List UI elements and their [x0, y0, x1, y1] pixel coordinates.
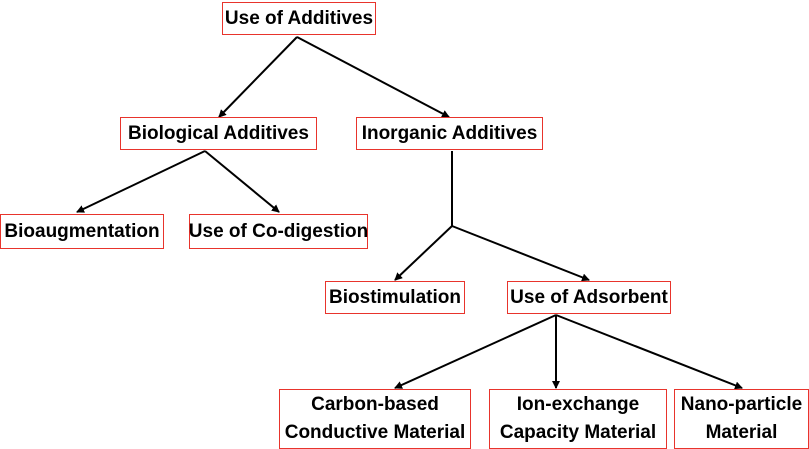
node-nano-particle-material: Nano-particle Material: [674, 389, 809, 449]
edge-root-to-inorganic: [296, 36, 450, 118]
node-bioaugmentation: Bioaugmentation: [0, 214, 164, 249]
node-use-of-adsorbent: Use of Adsorbent: [507, 281, 671, 314]
edge-adsorbent-to-carbon: [394, 314, 557, 389]
edge-root-to-biological: [218, 36, 298, 118]
node-label-line-1: Carbon-based: [311, 394, 439, 415]
edge-biological-to-codigestion: [204, 150, 280, 213]
node-label: Biostimulation: [329, 287, 461, 308]
node-biostimulation: Biostimulation: [325, 281, 465, 314]
node-label-line-2: Capacity Material: [499, 422, 657, 443]
node-label: Biological Additives: [128, 123, 309, 144]
node-biological-additives: Biological Additives: [120, 117, 317, 150]
node-label: Bioaugmentation: [4, 221, 160, 242]
node-label-line-1: Nano-particle: [680, 394, 803, 415]
edge-adsorbent-to-nano: [555, 314, 743, 390]
node-label-line-2: Conductive Material: [284, 422, 466, 443]
node-label: Use of Co-digestion: [188, 221, 369, 242]
node-inorganic-additives: Inorganic Additives: [356, 117, 543, 150]
edge-biological-to-bioaugmentation: [76, 150, 206, 213]
node-label-line-2: Material: [705, 422, 778, 443]
node-label-line-1: Ion-exchange: [516, 394, 640, 415]
node-carbon-based-conductive-material: Carbon-based Conductive Material: [279, 389, 471, 449]
edge-inorganic-to-biostimulation: [394, 225, 453, 281]
node-label: Use of Adsorbent: [510, 287, 668, 308]
node-label: Use of Additives: [224, 8, 374, 29]
edge-inorganic-to-adsorbent: [451, 225, 590, 282]
node-ion-exchange-capacity-material: Ion-exchange Capacity Material: [489, 389, 667, 449]
node-use-of-co-digestion: Use of Co-digestion: [189, 214, 368, 249]
node-use-of-additives: Use of Additives: [222, 2, 376, 35]
node-label: Inorganic Additives: [361, 123, 538, 144]
